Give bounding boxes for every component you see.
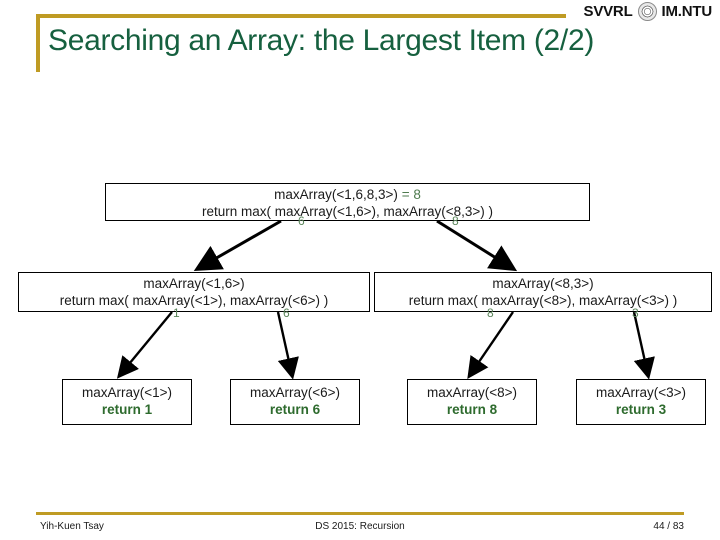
tree-node-l2-left-call: maxArray(<1,6>): [143, 276, 245, 291]
tree-leaf-1-call: maxArray(<1>): [81, 385, 173, 400]
tree-leaf-1: maxArray(<1>) return 1: [62, 379, 192, 425]
tree-leaf-4: maxArray(<3>) return 3: [576, 379, 706, 425]
arrow-l2left-to-leaf2: [276, 311, 299, 380]
arrow-root-to-left: [193, 219, 282, 271]
arrow-l2left-to-leaf1: [116, 311, 173, 379]
tree-leaf-3: maxArray(<8>) return 8: [407, 379, 537, 425]
tree-node-l2-right-body: return max( maxArray(<8>), maxArray(<3>)…: [408, 293, 678, 308]
tree-leaf-3-return: return 8: [446, 402, 498, 417]
footer-author: Yih-Kuen Tsay: [40, 521, 104, 532]
tree-leaf-4-return: return 3: [615, 402, 667, 417]
annotation-root-left-return: 6: [298, 214, 305, 228]
tree-node-root-body: return max( maxArray(<1,6>), maxArray(<8…: [201, 204, 494, 219]
tree-node-l2-right: maxArray(<8,3>) return max( maxArray(<8>…: [374, 272, 712, 312]
tree-node-root-call-line: maxArray(<1,6,8,3>) = 8: [106, 186, 589, 203]
header-org-left: SVVRL: [583, 3, 633, 20]
tree-node-root-result: = 8: [401, 187, 421, 202]
annotation-l2left-first-return: 1: [173, 306, 180, 320]
annotation-l2right-first-return: 8: [487, 306, 494, 320]
tree-node-l2-right-call: maxArray(<8,3>): [492, 276, 594, 291]
tree-leaf-1-return: return 1: [101, 402, 153, 417]
annotation-l2left-second-return: 6: [283, 306, 290, 320]
header-org-right: IM.NTU: [661, 3, 713, 20]
arrow-l2right-to-leaf3: [467, 311, 514, 379]
tree-node-l2-left: maxArray(<1,6>) return max( maxArray(<1>…: [18, 272, 370, 312]
arrow-root-to-right: [436, 219, 518, 272]
tree-leaf-4-call: maxArray(<3>): [595, 385, 687, 400]
header-branding: SVVRL IM.NTU: [584, 2, 712, 21]
tree-leaf-2-call: maxArray(<6>): [249, 385, 341, 400]
page-title: Searching an Array: the Largest Item (2/…: [48, 24, 595, 57]
footer-page-number: 44 / 83: [653, 521, 684, 532]
arrow-l2right-to-leaf4: [632, 311, 655, 380]
tree-node-root: maxArray(<1,6,8,3>) = 8 return max( maxA…: [105, 183, 590, 221]
footer-course: DS 2015: Recursion: [315, 521, 405, 532]
tree-leaf-3-call: maxArray(<8>): [426, 385, 518, 400]
header-accent-vertical-bar: [36, 14, 40, 72]
tree-leaf-2-return: return 6: [269, 402, 321, 417]
header-accent-line: [36, 14, 566, 18]
footer-accent-line: [36, 512, 684, 515]
ntu-seal-icon: [637, 2, 657, 21]
annotation-l2right-second-return: 3: [632, 306, 639, 320]
annotation-root-right-return: 8: [452, 214, 459, 228]
tree-node-root-call: maxArray(<1,6,8,3>): [274, 187, 398, 202]
tree-node-l2-left-body: return max( maxArray(<1>), maxArray(<6>)…: [59, 293, 329, 308]
tree-leaf-2: maxArray(<6>) return 6: [230, 379, 360, 425]
